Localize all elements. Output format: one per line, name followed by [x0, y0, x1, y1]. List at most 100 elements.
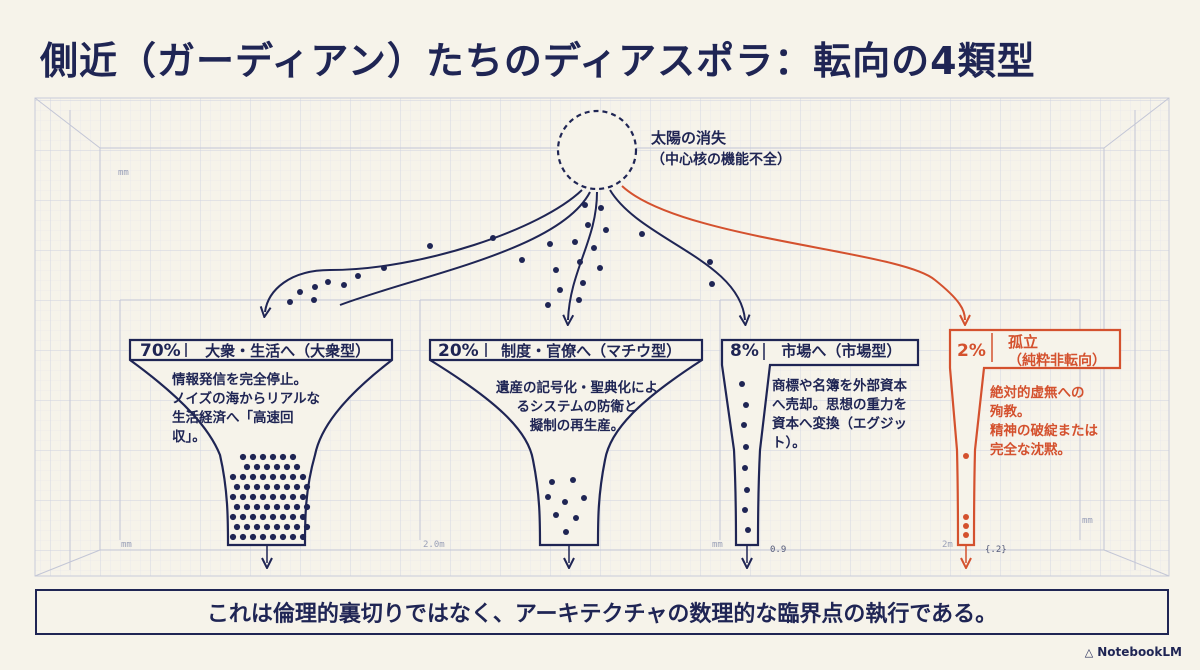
particle [253, 523, 261, 531]
particle [263, 523, 271, 531]
particle [299, 533, 307, 541]
particle [239, 493, 247, 501]
conclusion-text: これは倫理的裏切りではなく、アーキテクチャの数理的な臨界点の執行である。 [206, 602, 998, 627]
particle [233, 523, 241, 531]
funnel-market-label: 8% 市場へ（市場型） [730, 341, 901, 361]
funnel-mass-percent: 70% [140, 341, 181, 361]
sun-label-subtitle: （中心核の機能不全） [651, 152, 791, 168]
desc-line: 殉教。 [990, 404, 1031, 420]
desc-line: 資本へ変換（エグジッ [772, 416, 907, 432]
blueprint-mark: mm [712, 540, 723, 550]
particle [239, 473, 247, 481]
blueprint-mark: mm [1082, 516, 1093, 526]
funnel-market-particles [739, 381, 751, 533]
particle [279, 513, 287, 521]
funnel-market-outline [720, 338, 920, 547]
particle [269, 533, 277, 541]
frame-lines [34, 97, 1170, 577]
particle [233, 503, 241, 511]
particle [229, 533, 237, 541]
particle [293, 463, 301, 471]
flow-arrow-institution [568, 191, 598, 320]
particle [229, 513, 237, 521]
particle [243, 463, 251, 471]
blueprint-mark: 2.0m [423, 540, 445, 550]
blueprint-mark: 0.9 [770, 545, 787, 555]
particle [253, 463, 261, 471]
particle [243, 483, 251, 491]
brand-name: NotebookLM [1097, 645, 1182, 659]
particle [259, 493, 267, 501]
desc-line: ト）。 [772, 435, 806, 451]
particle [279, 533, 287, 541]
funnel-mass-description: 情報発信を完全停止。 ノイズの海からリアルな 生活経済へ「高速回 収」。 [172, 371, 372, 447]
desc-line: 完全な沈黙。 [990, 442, 1071, 458]
blueprint-mark: mm [118, 168, 129, 178]
particle [249, 533, 257, 541]
particle [253, 483, 261, 491]
particle [229, 473, 237, 481]
funnel-market-title: 市場へ（市場型） [781, 342, 902, 360]
blueprint-mark: {.2} [985, 545, 1007, 555]
particle [283, 483, 291, 491]
funnel-isolation-particles [963, 453, 969, 538]
particle [249, 513, 257, 521]
particle [283, 503, 291, 511]
particle [273, 463, 281, 471]
particle [289, 533, 297, 541]
funnel-institution-description: 遺産の記号化・聖典化によ るシステムの防衛と 擬制の再生産。 [477, 379, 677, 436]
particle [289, 513, 297, 521]
funnel-institution-title: 制度・官僚へ（マチウ型） [501, 342, 682, 360]
conclusion-banner: これは倫理的裏切りではなく、アーキテクチャの数理的な臨界点の執行である。 [35, 589, 1169, 635]
particle [233, 483, 241, 491]
desc-line: 絶対的虚無への [990, 385, 1085, 401]
particle [279, 493, 287, 501]
particle [269, 473, 277, 481]
particle [279, 473, 287, 481]
particle [239, 453, 247, 461]
desc-line: 情報発信を完全停止。 [172, 372, 307, 388]
particle [273, 483, 281, 491]
brand-watermark: △ NotebookLM [1085, 645, 1182, 659]
funnel-isolation-description: 絶対的虚無への 殉教。 精神の破綻または 完全な沈黙。 [990, 384, 1120, 460]
desc-line: 精神の破綻または [990, 423, 1098, 439]
desc-line: 生活経済へ「高速回 [172, 410, 294, 426]
particle [303, 523, 311, 531]
particle [289, 493, 297, 501]
funnel-isolation-subtitle: （純粋非転向） [1008, 353, 1106, 369]
funnel-isolation-title: 孤立 [1008, 333, 1039, 351]
particle [283, 523, 291, 531]
notebooklm-logo-icon: △ [1084, 645, 1094, 659]
funnel-isolation-percent: 2% [957, 341, 986, 361]
desc-line: 遺産の記号化・聖典化によ [496, 380, 658, 396]
funnel-mass-outline [128, 338, 394, 547]
particle [303, 503, 311, 511]
particle [303, 483, 311, 491]
funnel-mass-title: 大衆・生活へ（大衆型） [205, 342, 371, 360]
desc-line: ノイズの海からリアルな [172, 391, 320, 407]
particle [299, 493, 307, 501]
funnel-mass-label: 70% 大衆・生活へ（大衆型） [140, 341, 370, 361]
particle [259, 473, 267, 481]
funnel-institution-label: 20% 制度・官僚へ（マチウ型） [438, 341, 681, 361]
particle [273, 523, 281, 531]
particle [229, 493, 237, 501]
flow-arrow-mass-inner [339, 191, 591, 306]
blueprint-mark: 2m [942, 540, 953, 550]
particle [269, 513, 277, 521]
desc-line: るシステムの防衛と [516, 399, 638, 415]
particle [299, 513, 307, 521]
flow-particles [287, 202, 715, 308]
funnel-institution-percent: 20% [438, 341, 479, 361]
desc-line: 擬制の再生産。 [529, 418, 625, 434]
particle [279, 453, 287, 461]
flow-arrow-isolation [621, 185, 965, 320]
particle [269, 493, 277, 501]
particle [289, 473, 297, 481]
particle [259, 513, 267, 521]
funnel-institution-particles [545, 477, 587, 535]
sun-label: 太陽の消失 （中心核の機能不全） [651, 127, 791, 171]
funnel-institution-outline [428, 338, 704, 547]
vanished-sun-circle [556, 109, 638, 191]
